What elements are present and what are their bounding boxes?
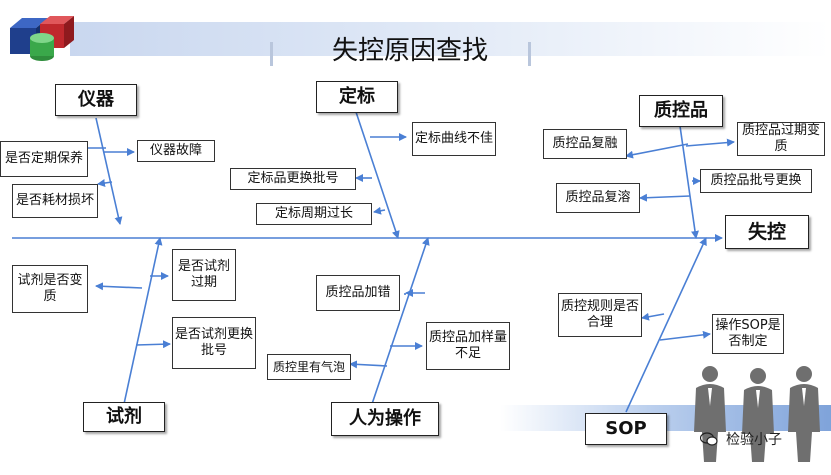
- bone-instrument: [95, 117, 123, 225]
- cause-calibrator-lot: 定标品更换批号: [230, 168, 356, 190]
- cubes-logo-icon: [10, 16, 74, 61]
- slide-title: 失控原因查找: [331, 36, 488, 66]
- category-sop: SOP: [585, 413, 667, 445]
- cause-qc-bubble: 质控里有气泡: [267, 354, 351, 380]
- cause-maintenance: 是否定期保养: [0, 141, 88, 177]
- bone-qc-material: [679, 125, 699, 239]
- bone-sop: [625, 237, 707, 413]
- cause-calibration-cycle: 定标周期过长: [256, 203, 372, 225]
- category-qc-material: 质控品: [639, 95, 723, 127]
- bone-calibrator: [355, 111, 400, 239]
- watermark: 检验小子: [700, 428, 782, 450]
- cause-reagent-spoiled: 试剂是否变质: [12, 265, 88, 313]
- cause-sop-made: 操作SOP是否制定: [712, 314, 784, 354]
- cause-reagent-lot: 是否试剂更换批号: [172, 317, 256, 369]
- category-calibrator: 定标: [316, 81, 398, 113]
- cause-calibration-curve: 定标曲线不佳: [412, 122, 496, 156]
- business-people-icon: [694, 366, 820, 462]
- cause-qc-added-wrong: 质控品加错: [316, 275, 400, 311]
- bone-operation: [371, 237, 430, 405]
- result-out-of-control: 失控: [725, 215, 809, 249]
- cause-qc-expired: 质控品过期变质: [737, 122, 825, 156]
- category-reagent: 试剂: [83, 402, 165, 432]
- cause-qc-dissolve: 质控品复溶: [556, 183, 640, 213]
- title-bracket-right: [528, 42, 531, 66]
- cause-qc-sample-short: 质控品加样量不足: [426, 322, 510, 370]
- cause-reagent-expired: 是否试剂过期: [172, 249, 236, 301]
- watermark-text: 检验小子: [726, 432, 782, 448]
- wechat-icon: [700, 432, 718, 446]
- bone-reagent: [123, 237, 163, 405]
- title-bracket-left: [270, 42, 273, 66]
- cause-instrument-fault: 仪器故障: [137, 140, 215, 162]
- category-operation: 人为操作: [331, 402, 439, 436]
- cause-qc-reconstitute: 质控品复融: [543, 129, 627, 159]
- category-instrument: 仪器: [55, 84, 137, 116]
- cause-qc-lot: 质控品批号更换: [700, 169, 812, 193]
- header-band: [70, 22, 830, 56]
- cause-consumables: 是否耗材损坏: [12, 184, 98, 218]
- cause-qc-rules: 质控规则是否合理: [558, 293, 642, 337]
